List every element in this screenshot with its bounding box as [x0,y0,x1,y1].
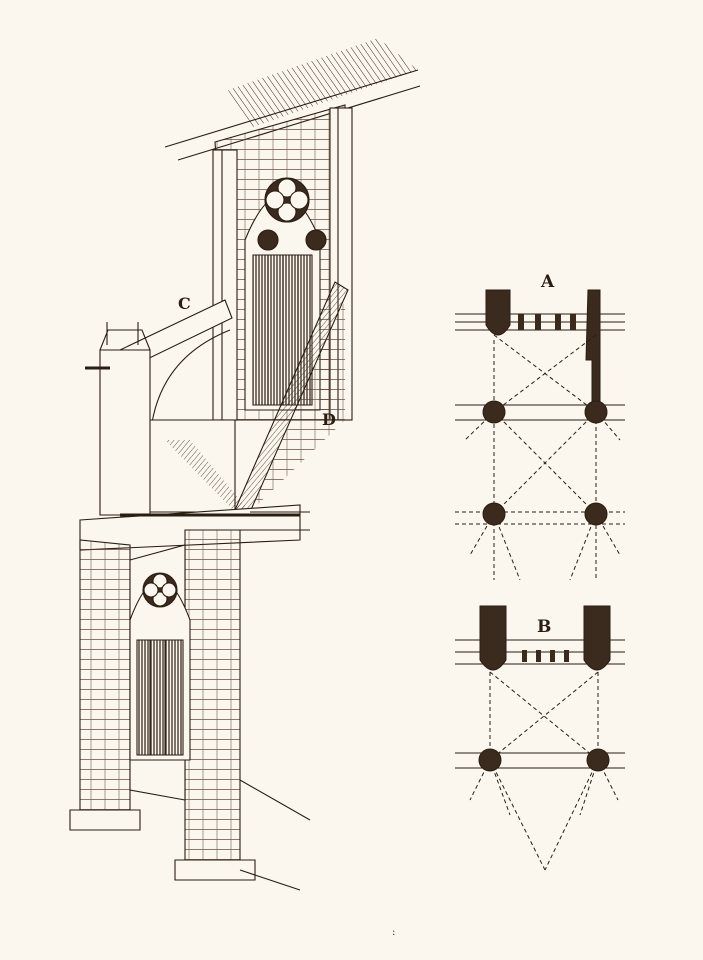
plan-a-diagram [455,289,625,581]
plan-b-label: B [537,617,552,637]
page-mark: : [392,927,396,938]
flying-buttress-label-c: C [178,294,191,313]
plan-b-diagram [455,605,625,871]
slope-label-d: D [322,410,336,429]
plan-a-label: A [541,272,555,292]
cathedral-elevation-drawing [69,38,421,891]
